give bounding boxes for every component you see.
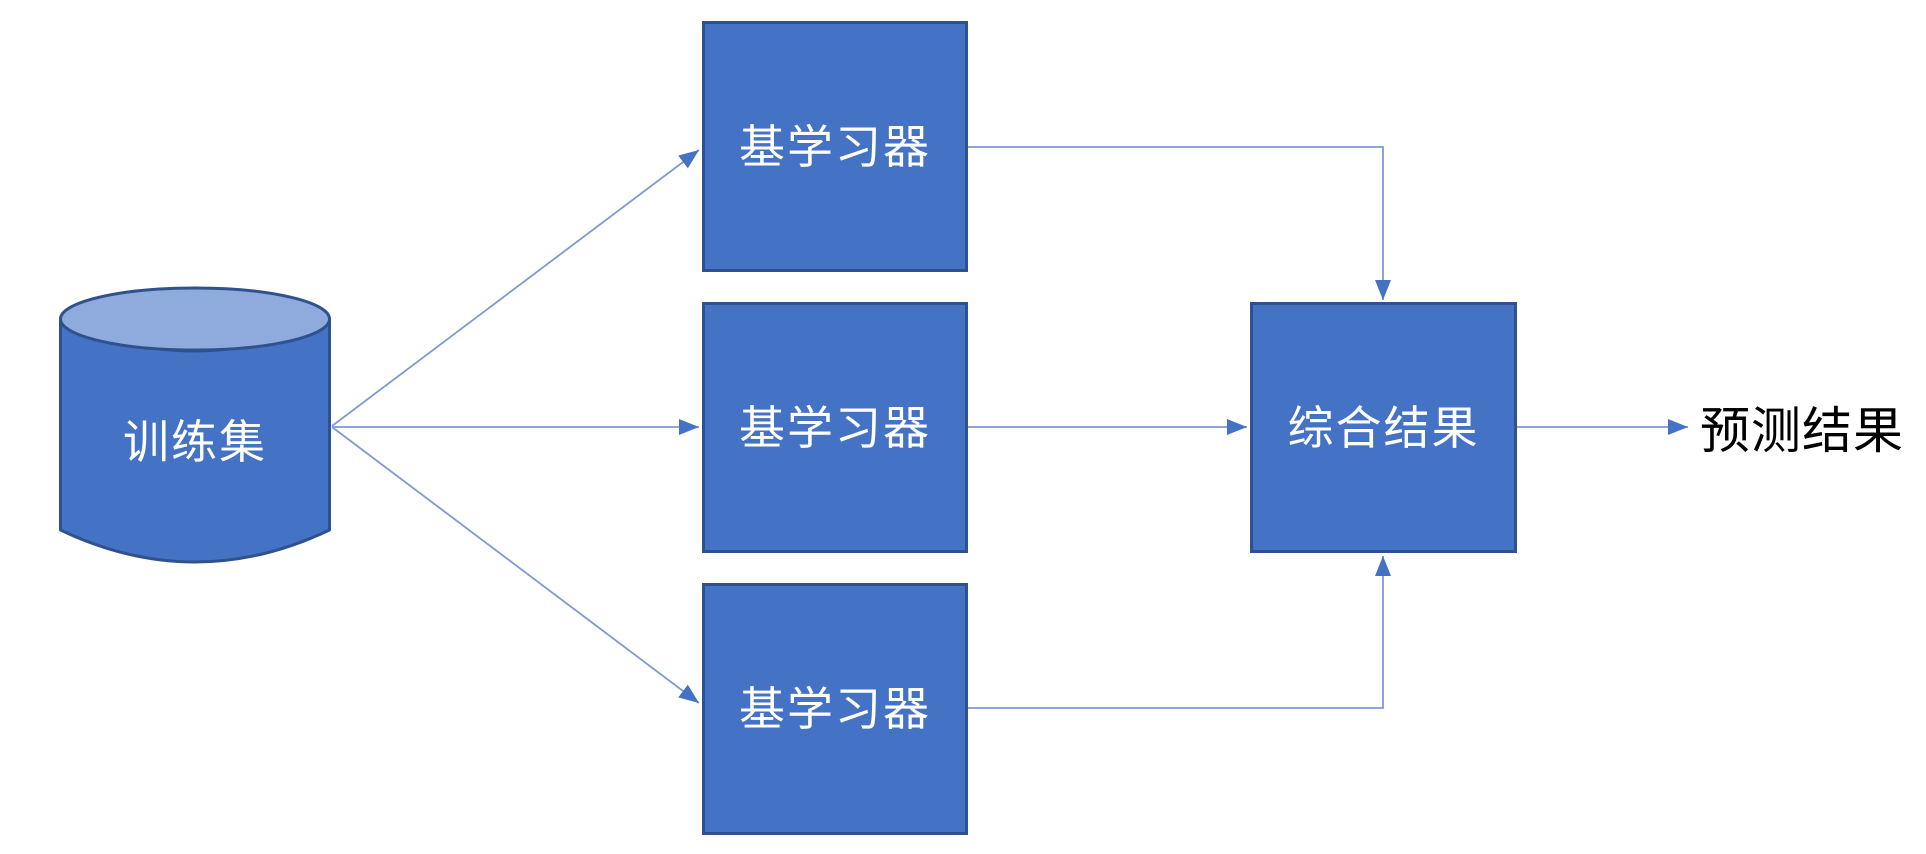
base-learner-1-label: 基学习器 — [739, 120, 931, 173]
edge-training-set-to-base-learner-1 — [331, 149, 700, 427]
base-learner-3-label: 基学习器 — [739, 683, 931, 735]
training-set-label: 训练集 — [123, 416, 267, 468]
prediction-label: 预测结果 — [1700, 403, 1904, 459]
edge-base-learner-3-to-aggregate — [967, 556, 1391, 709]
aggregate-label: 综合结果 — [1287, 401, 1480, 454]
edge-base-learner-1-to-aggregate — [968, 146, 1391, 300]
edge-training-set-to-base-learner-3 — [331, 426, 700, 704]
cylinder-shape — [59, 286, 331, 564]
node-prediction: 预测结果 — [1700, 406, 1904, 456]
node-training-set: 训练集 — [57, 286, 333, 564]
node-base-learner-1: 基学习器 — [702, 21, 968, 272]
node-aggregate: 综合结果 — [1250, 302, 1517, 553]
node-base-learner-3: 基学习器 — [702, 583, 968, 835]
node-base-learner-2: 基学习器 — [702, 302, 968, 553]
base-learner-2-label: 基学习器 — [739, 401, 931, 454]
